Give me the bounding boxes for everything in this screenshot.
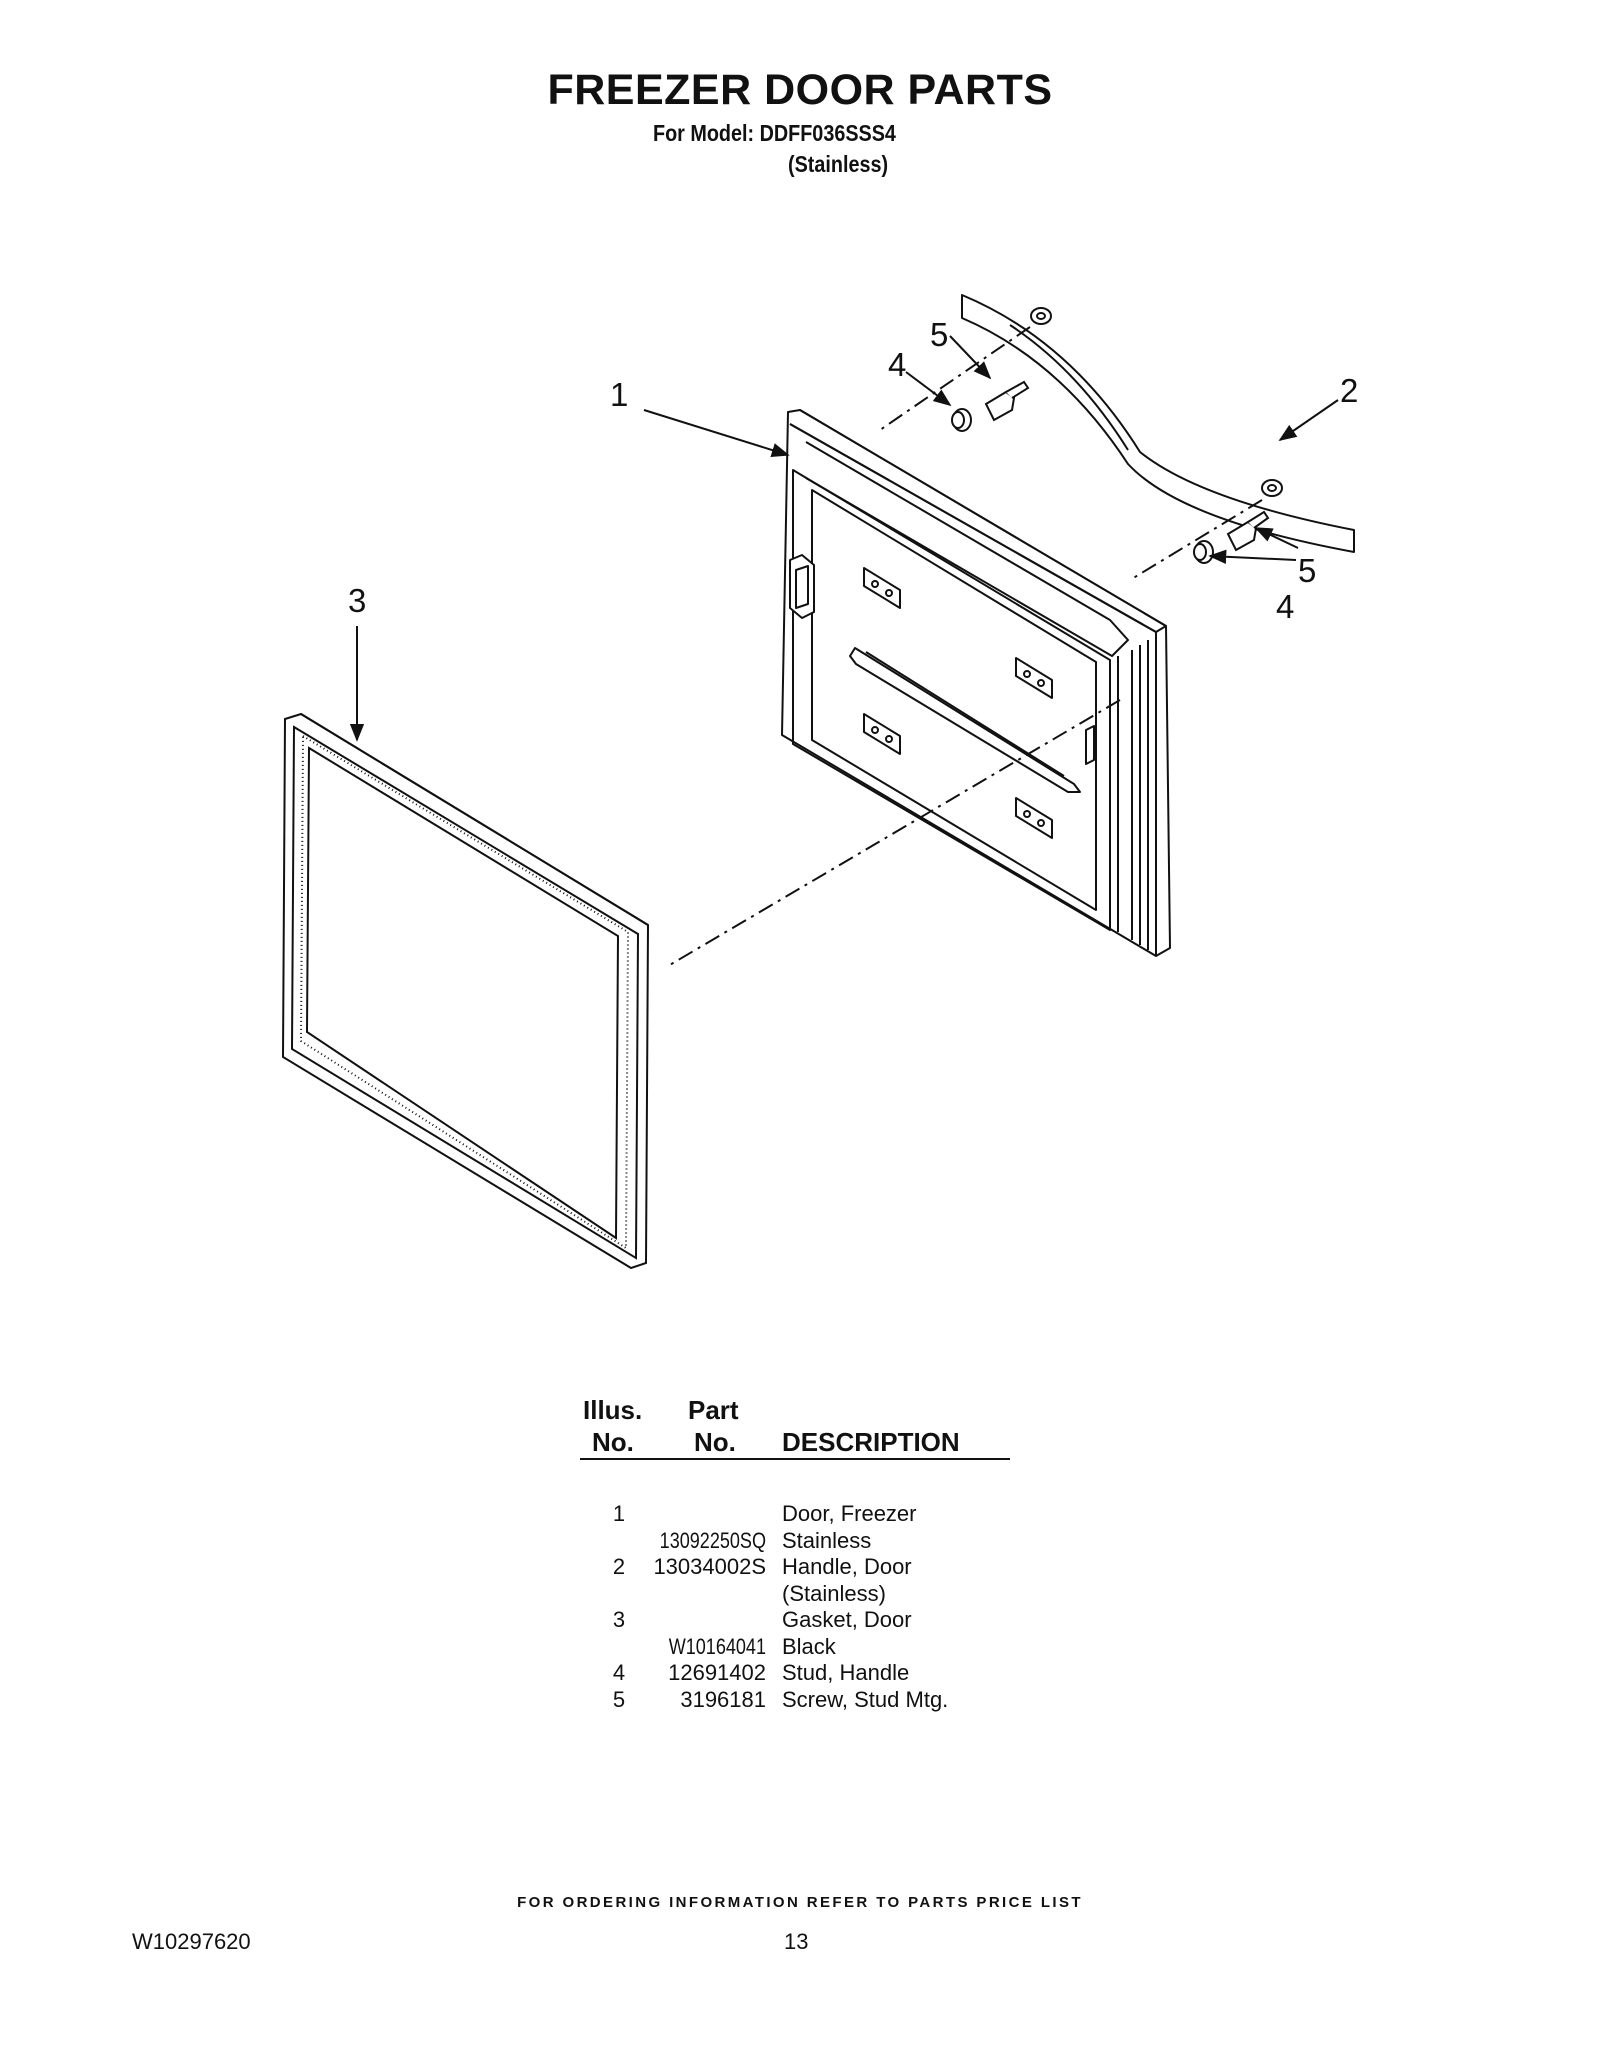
ordering-note: FOR ORDERING INFORMATION REFER TO PARTS … — [517, 1894, 1083, 1911]
page-number: 13 — [784, 1929, 809, 1954]
door-gasket-drawing — [281, 712, 650, 1270]
header-part-line1: Part — [688, 1395, 739, 1425]
part-no: 12691402 — [668, 1660, 766, 1685]
part-no: W10164041 — [668, 1634, 766, 1659]
description: Stainless — [782, 1528, 872, 1553]
table-row: 13092250SQ Stainless — [0, 1528, 1600, 1554]
illus-no: 3 — [612, 1607, 626, 1632]
description: Screw, Stud Mtg. — [782, 1687, 949, 1712]
stud-screws-drawing — [984, 380, 1270, 552]
model-line: For Model: DDFF036SSS4 — [653, 120, 896, 146]
finish-line: (Stainless) — [788, 151, 889, 177]
part-no: 13092250SQ — [659, 1528, 766, 1553]
description: Gasket, Door — [782, 1607, 912, 1632]
table-row: W10164041 Black — [0, 1634, 1600, 1660]
table-row: 4 12691402 Stud, Handle — [0, 1660, 1600, 1686]
part-no: 3196181 — [680, 1687, 766, 1712]
document-number: W10297620 — [132, 1929, 251, 1954]
callout-3: 3 — [348, 582, 366, 619]
table-row: (Stainless) — [0, 1581, 1600, 1607]
table-row: 3 Gasket, Door — [0, 1607, 1600, 1633]
part-no: 13034002S — [653, 1554, 766, 1579]
callout-4-top: 4 — [888, 346, 906, 383]
description: (Stainless) — [782, 1581, 886, 1606]
illus-no: 1 — [612, 1501, 626, 1526]
header-rule — [580, 1458, 1010, 1460]
description: Door, Freezer — [782, 1501, 917, 1526]
illus-no: 4 — [612, 1660, 626, 1685]
handle-studs-drawing — [951, 408, 1214, 564]
callout-4-bottom: 4 — [1276, 588, 1294, 625]
description: Black — [782, 1634, 836, 1659]
description: Stud, Handle — [782, 1660, 910, 1685]
table-row: 2 13034002S Handle, Door — [0, 1554, 1600, 1580]
header-illus-line1: Illus. — [583, 1395, 643, 1425]
callout-2: 2 — [1340, 372, 1358, 409]
door-handle-drawing — [961, 294, 1355, 553]
header-description: DESCRIPTION — [782, 1427, 960, 1457]
table-row: 1 Door, Freezer — [0, 1501, 1600, 1527]
header-part-line2: No. — [694, 1427, 736, 1457]
callout-5-bottom: 5 — [1298, 552, 1316, 589]
description: Handle, Door — [782, 1554, 912, 1579]
callout-5-top: 5 — [930, 316, 948, 353]
illus-no: 5 — [612, 1687, 626, 1712]
callout-1: 1 — [610, 376, 628, 413]
freezer-door-drawing — [781, 409, 1171, 957]
illus-no: 2 — [612, 1554, 626, 1579]
table-row: 5 3196181 Screw, Stud Mtg. — [0, 1687, 1600, 1713]
header-illus-line2: No. — [592, 1427, 634, 1457]
page-title: FREEZER DOOR PARTS — [547, 66, 1053, 114]
